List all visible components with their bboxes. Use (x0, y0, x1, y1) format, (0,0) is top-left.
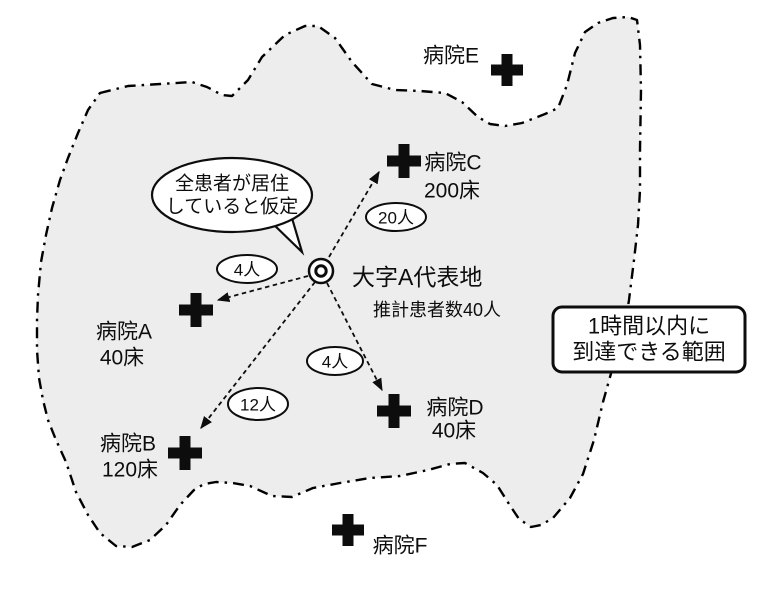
hospital-f-name: 病院F (373, 535, 428, 558)
hospital-b-cross-icon (168, 436, 202, 470)
hospital-e-name: 病院E (423, 45, 479, 68)
center-point-label: 大字A代表地 (352, 264, 482, 290)
center-point-patients-label: 推計患者数40人 (373, 300, 501, 320)
flow-count-a-label: 4人 (234, 261, 260, 280)
hospital-d-beds: 40床 (432, 420, 476, 443)
hospital-a-cross-icon (179, 293, 213, 327)
flow-arrow-to-d (326, 282, 383, 392)
hospital-a-beds: 40床 (100, 347, 144, 370)
hospital-e-cross-icon (491, 54, 523, 86)
flow-count-d-label: 4人 (322, 353, 348, 372)
assumption-bubble-text-line2: していると仮定 (166, 196, 298, 218)
assumption-bubble (150, 156, 314, 234)
hospital-c-name: 病院C (424, 152, 481, 175)
hospital-c-cross-icon (387, 144, 421, 178)
reachable-region-outline (35, 15, 643, 549)
legend-text-line2: 到達できる範囲 (572, 340, 726, 365)
legend-box: 1時間以内に 到達できる範囲 (551, 305, 747, 374)
hospital-d-name: 病院D (426, 397, 483, 420)
flow-count-d: 4人 (306, 346, 364, 376)
hospital-d-cross-icon (377, 394, 411, 428)
hospital-f-cross-icon (332, 514, 364, 546)
flow-count-b-label: 12人 (240, 396, 276, 415)
assumption-bubble-text-line1: 全患者が居住 (175, 173, 289, 195)
hospital-b-beds: 120床 (102, 459, 158, 482)
center-point-icon (307, 257, 335, 285)
hospital-c-beds: 200床 (424, 180, 480, 203)
hospital-a-name: 病院A (96, 321, 152, 344)
flow-count-b: 12人 (227, 387, 289, 421)
legend-text-line1: 1時間以内に (588, 314, 710, 339)
flow-count-c: 20人 (365, 202, 427, 232)
flow-arrow-to-c (328, 170, 380, 258)
flow-count-a: 4人 (216, 254, 278, 284)
hospital-b-name: 病院B (100, 433, 156, 456)
flow-arrow-to-b (200, 281, 316, 429)
flow-count-c-label: 20人 (378, 209, 414, 228)
